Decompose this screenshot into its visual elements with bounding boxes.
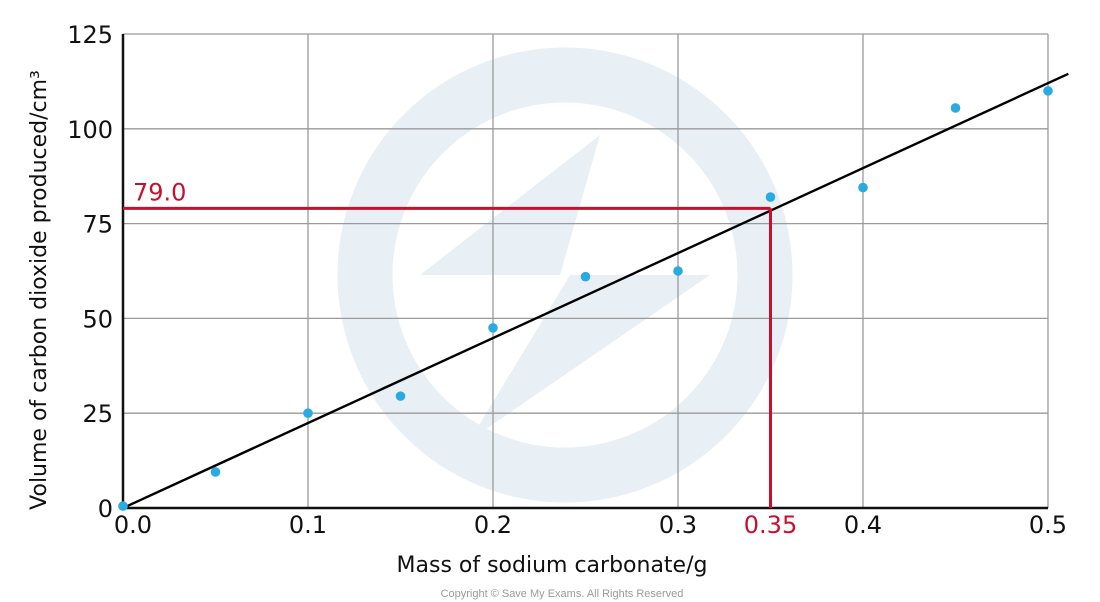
data-point bbox=[210, 467, 221, 477]
watermark-logo bbox=[337, 47, 793, 503]
best-fit-layer bbox=[122, 72, 1069, 510]
data-point bbox=[1043, 86, 1053, 96]
y-tick-label: 50 bbox=[82, 305, 113, 333]
x-tick-label: 0.5 bbox=[1029, 511, 1067, 539]
data-point bbox=[303, 408, 313, 419]
axes bbox=[121, 34, 1048, 510]
y-tick-labels: 0 25 50 75 100 125 bbox=[67, 21, 113, 523]
x-tick-labels: 0.0 0.1 0.2 0.3 0.4 0.5 bbox=[114, 511, 1067, 539]
data-point bbox=[118, 501, 128, 511]
data-point bbox=[858, 182, 868, 193]
x-tick-label: 0.3 bbox=[659, 511, 697, 539]
data-point bbox=[950, 103, 961, 113]
x-tick-label: 0.2 bbox=[474, 511, 512, 539]
y-tick-label: 0 bbox=[98, 495, 113, 523]
best-fit-line bbox=[122, 72, 1069, 510]
reading-x-label: 0.35 bbox=[744, 511, 797, 539]
y-tick-label: 125 bbox=[67, 21, 113, 49]
data-point bbox=[580, 271, 591, 282]
y-tick-label: 25 bbox=[82, 400, 113, 428]
data-points bbox=[118, 86, 1053, 511]
data-point bbox=[765, 192, 776, 202]
data-point bbox=[673, 266, 683, 276]
data-point bbox=[395, 391, 406, 401]
data-point bbox=[488, 323, 498, 333]
x-tick-label: 0.1 bbox=[289, 511, 327, 539]
x-tick-label: 0.4 bbox=[844, 511, 882, 539]
copyright-text: Copyright © Save My Exams. All Rights Re… bbox=[441, 588, 684, 600]
x-axis-title: Mass of sodium carbonate/g bbox=[397, 553, 708, 578]
reading-y-label: 79.0 bbox=[133, 178, 186, 206]
x-tick-label: 0.0 bbox=[114, 511, 152, 539]
y-tick-label: 75 bbox=[82, 211, 113, 239]
reading-lines: 79.0 0.35 bbox=[123, 178, 797, 539]
y-tick-label: 100 bbox=[67, 116, 113, 144]
y-axis-title: Volume of carbon dioxide produced/cm³ bbox=[27, 70, 52, 510]
grid-lines bbox=[123, 33, 1049, 508]
